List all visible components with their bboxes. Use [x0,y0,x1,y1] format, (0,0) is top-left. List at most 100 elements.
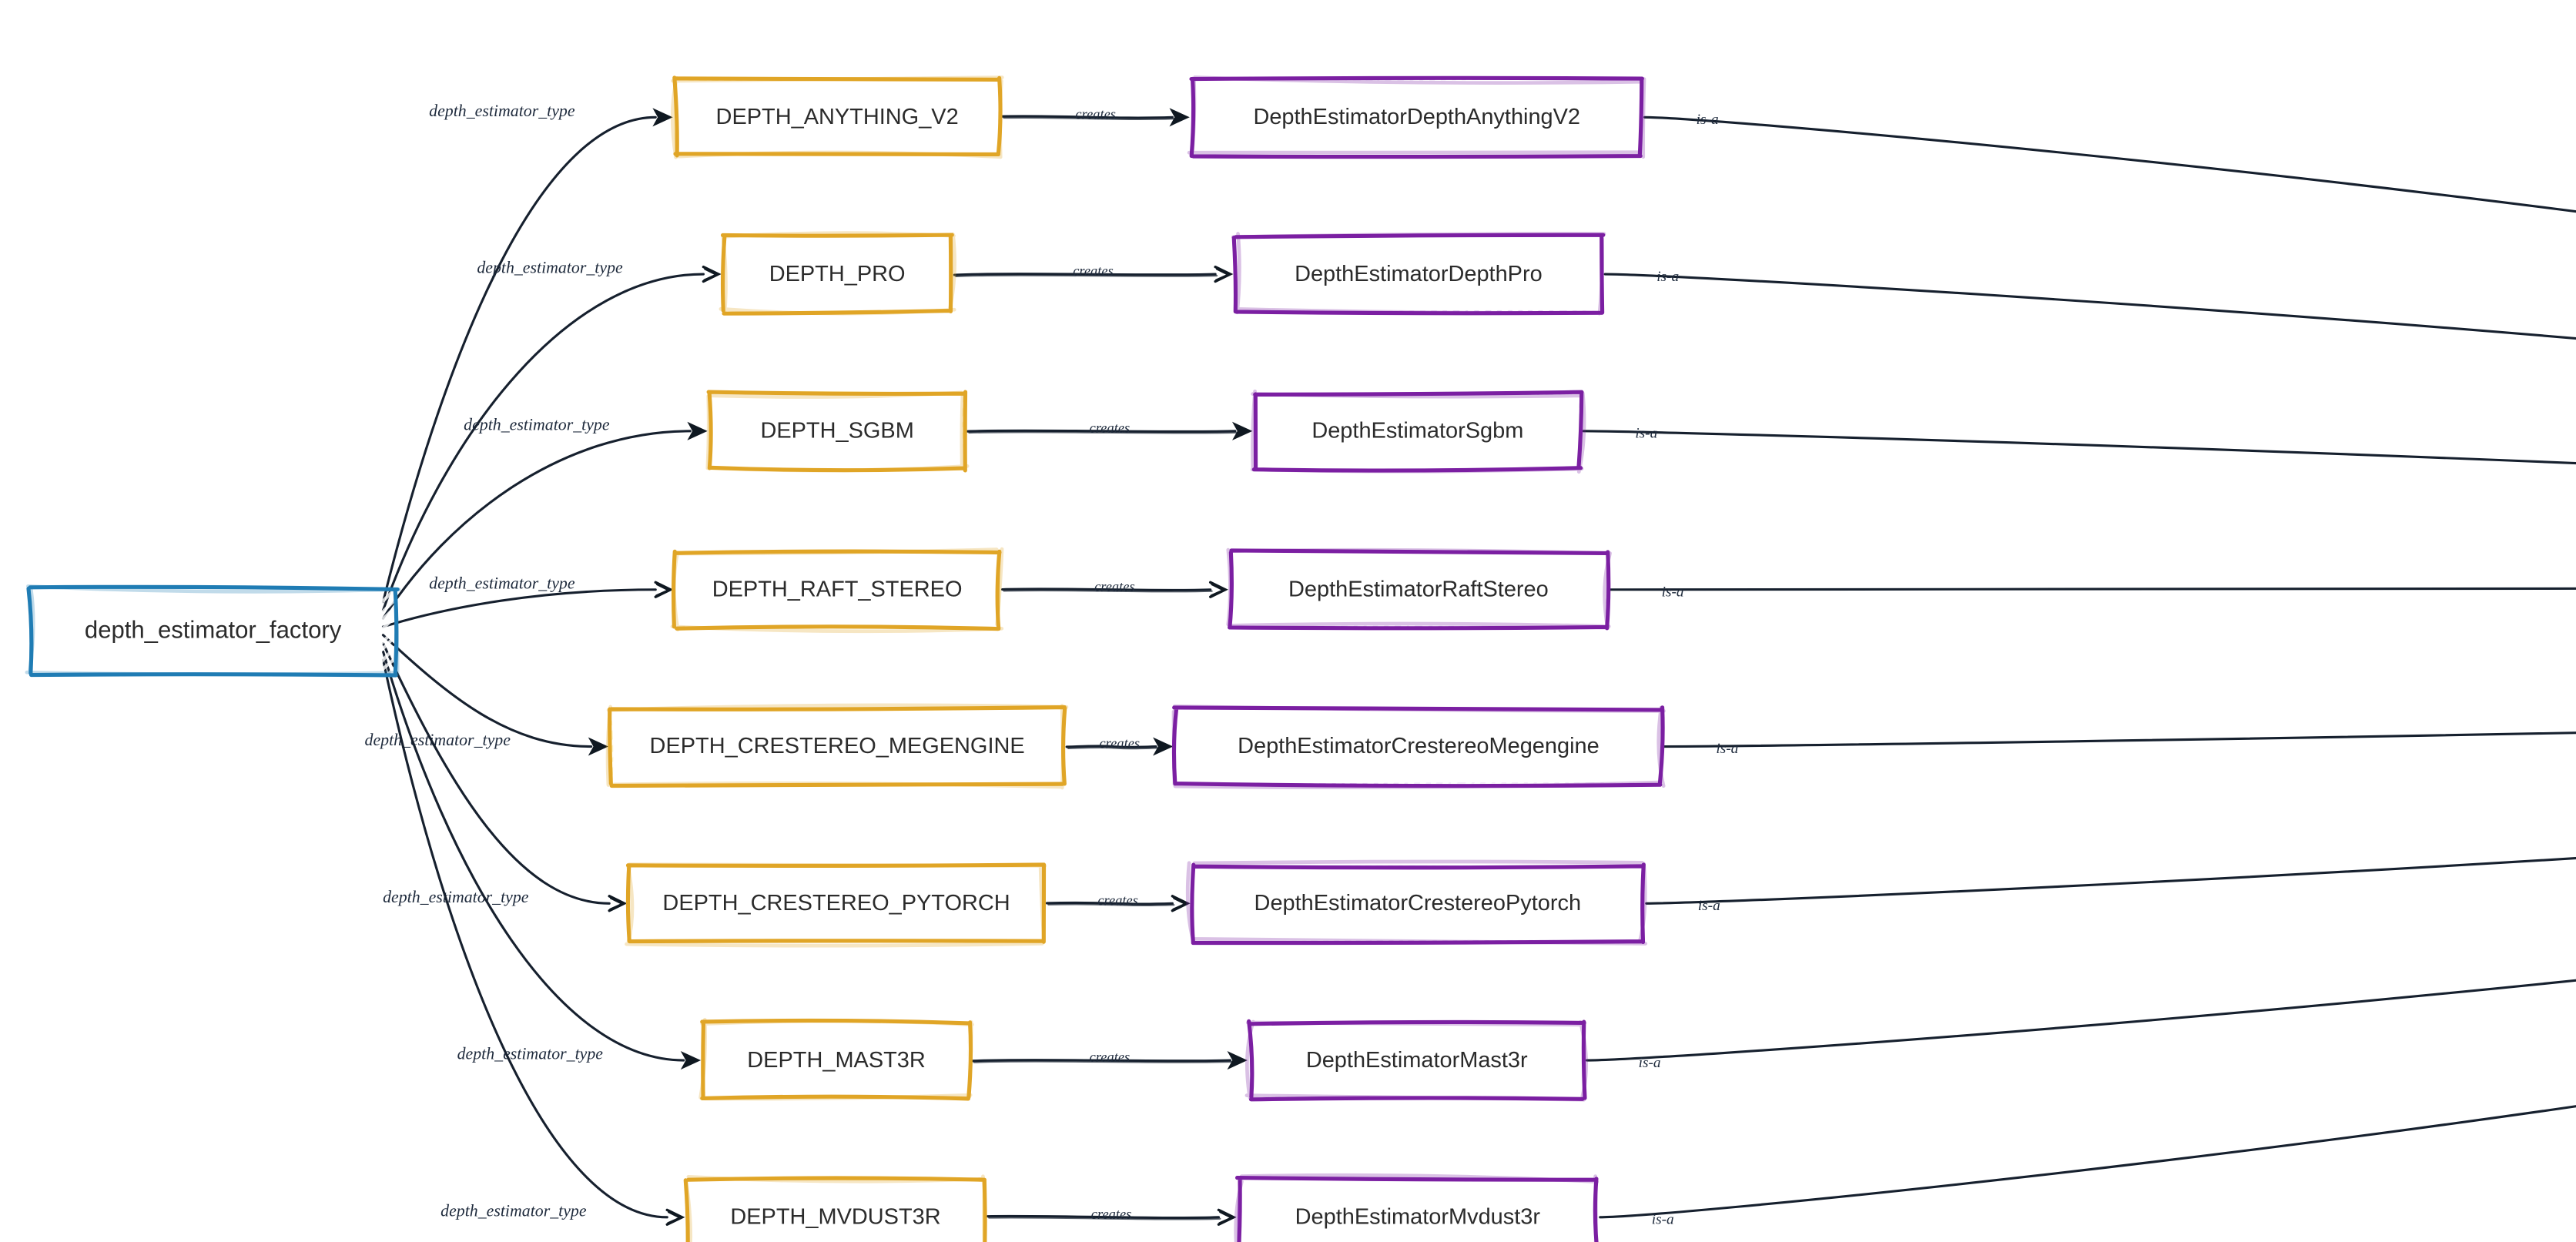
node-enum-DEPTH_PRO[interactable]: DEPTH_PRO [648,231,1093,316]
edge-DepthEstimatorMvdust3r-isa-DepthEstimator[interactable]: is-a [1599,677,2576,1228]
edge-DEPTH_CRESTEREO_PYTORCH-creates-DepthEstimatorCrestereoPytorch-label: creates [1097,892,1138,908]
node-enum-DEPTH_CRESTEREO_PYTORCH-label: DEPTH_CRESTEREO_PYTORCH [662,891,1010,916]
edge-DepthEstimatorDepthPro-isa-DepthEstimator-label: is-a [1656,269,1679,285]
node-class-DepthEstimatorDepthAnythingV2-label: DepthEstimatorDepthAnythingV2 [1253,105,1580,129]
node-class-DepthEstimatorDepthPro[interactable]: DepthEstimatorDepthPro [1157,232,1750,316]
node-class-DepthEstimatorMast3r-label: DepthEstimatorMast3r [1306,1048,1528,1073]
node-class-DepthEstimatorRaftStereo[interactable]: DepthEstimatorRaftStereo [1153,547,1757,631]
arrow-head [654,581,674,598]
edge-DepthEstimatorDepthAnythingV2-isa-DepthEstimator[interactable]: is-a [1643,112,2576,584]
node-class-DepthEstimatorSgbm[interactable]: DepthEstimatorSgbm [1179,389,1727,474]
node-class-DepthEstimatorDepthAnythingV2[interactable]: DepthEstimatorDepthAnythingV2 [1116,75,1784,159]
node-enum-DEPTH_CRESTEREO_MEGENGINE-label: DEPTH_CRESTEREO_MEGENGINE [650,734,1025,758]
edge-DEPTH_PRO-creates-DepthEstimatorDepthPro[interactable]: creates [953,263,1218,279]
edge-DepthEstimatorMast3r-isa-DepthEstimator[interactable]: is-a [1586,677,2576,1071]
edge-factory-to-DEPTH_RAFT_STEREO[interactable]: depth_estimator_type [381,574,657,628]
edge-DepthEstimatorSgbm-isa-DepthEstimator-label: is-a [1635,426,1657,442]
edge-DepthEstimatorCrestereoPytorch-isa-DepthEstimator[interactable]: is-a [1645,677,2576,914]
edge-factory-to-DEPTH_ANYTHING_V2-label: depth_estimator_type [429,102,575,120]
edge-DepthEstimatorCrestereoMegengine-isa-DepthEstimator[interactable]: is-a [1663,677,2576,757]
node-enum-DEPTH_MVDUST3R[interactable]: DEPTH_MVDUST3R [683,1174,987,1242]
node-enum-DEPTH_RAFT_STEREO[interactable]: DEPTH_RAFT_STEREO [601,547,1151,634]
edge-DEPTH_SGBM-creates-DepthEstimatorSgbm[interactable]: creates [966,420,1238,436]
edge-factory-to-DEPTH_ANYTHING_V2[interactable]: depth_estimator_type [381,102,657,604]
edge-factory-to-DEPTH_RAFT_STEREO-label: depth_estimator_type [429,574,575,592]
node-enum-DEPTH_PRO-label: DEPTH_PRO [769,262,906,286]
edge-DepthEstimatorRaftStereo-isa-DepthEstimator[interactable]: is-a [1609,584,2576,600]
node-enum-DEPTH_CRESTEREO_MEGENGINE[interactable]: DEPTH_CRESTEREO_MEGENGINE [534,703,1212,790]
edge-factory-to-DEPTH_PRO[interactable]: depth_estimator_type [381,259,705,612]
edge-DEPTH_MAST3R-creates-DepthEstimatorMast3r-label: creates [1090,1050,1131,1065]
node-class-DepthEstimatorDepthPro-label: DepthEstimatorDepthPro [1295,262,1543,286]
arrow-head [652,108,673,127]
node-depth-estimator-factory-label: depth_estimator_factory [85,617,342,644]
edge-DEPTH_RAFT_STEREO-creates-DepthEstimatorRaftStereo[interactable]: creates [1000,579,1213,594]
edge-factory-to-DEPTH_CRESTEREO_MEGENGINE[interactable]: depth_estimator_type [365,634,593,749]
arrow-head [1217,1208,1237,1226]
arrow-head [1214,265,1234,283]
edge-DepthEstimatorCrestereoPytorch-isa-DepthEstimator-label: is-a [1698,898,1720,914]
edge-DEPTH_CRESTEREO_PYTORCH-creates-DepthEstimatorCrestereoPytorch[interactable]: creates [1045,892,1175,908]
node-enum-DEPTH_MVDUST3R-label: DEPTH_MVDUST3R [730,1205,940,1230]
node-class-DepthEstimatorCrestereoMegengine[interactable]: DepthEstimatorCrestereoMegengine [1100,704,1807,789]
arrow-head [680,1051,702,1070]
edge-DepthEstimatorSgbm-isa-DepthEstimator[interactable]: is-a [1582,426,2576,585]
node-enum-DEPTH_CRESTEREO_PYTORCH[interactable]: DEPTH_CRESTEREO_PYTORCH [625,862,1047,948]
edge-DEPTH_MAST3R-creates-DepthEstimatorMast3r[interactable]: creates [971,1050,1233,1065]
edge-factory-to-DEPTH_PRO-label: depth_estimator_type [477,259,623,277]
arrow-head [608,895,628,912]
arrow-head [1169,108,1190,127]
arrow-head [702,265,722,283]
node-class-DepthEstimatorMvdust3r-label: DepthEstimatorMvdust3r [1295,1205,1541,1230]
node-class-DepthEstimatorMast3r[interactable]: DepthEstimatorMast3r [1174,1019,1735,1102]
edge-DepthEstimatorDepthPro-isa-DepthEstimator[interactable]: is-a [1603,269,2576,585]
edge-DEPTH_MVDUST3R-creates-DepthEstimatorMvdust3r[interactable]: creates [986,1207,1221,1222]
edge-factory-to-DEPTH_CRESTEREO_MEGENGINE-label: depth_estimator_type [365,731,511,749]
arrow-head [1209,581,1228,598]
arrow-head [1231,421,1253,440]
node-class-DepthEstimatorCrestereoMegengine-label: DepthEstimatorCrestereoMegengine [1238,734,1600,758]
node-class-DepthEstimatorRaftStereo-label: DepthEstimatorRaftStereo [1288,577,1549,601]
edge-DEPTH_CRESTEREO_MEGENGINE-creates-DepthEstimatorCrestereoMegengine-label: creates [1100,736,1141,752]
edge-DEPTH_CRESTEREO_MEGENGINE-creates-DepthEstimatorCrestereoMegengine[interactable]: creates [1065,736,1158,752]
node-enum-DEPTH_ANYTHING_V2[interactable]: DEPTH_ANYTHING_V2 [599,75,1148,159]
edge-DEPTH_ANYTHING_V2-creates-DepthEstimatorDepthAnythingV2-label: creates [1075,106,1116,122]
node-enum-DEPTH_SGBM[interactable]: DEPTH_SGBM [634,390,1115,473]
node-class-DepthEstimatorCrestereoPytorch[interactable]: DepthEstimatorCrestereoPytorch [1115,859,1793,946]
node-enum-DEPTH_MAST3R-label: DEPTH_MAST3R [747,1048,926,1073]
edge-DEPTH_MVDUST3R-creates-DepthEstimatorMvdust3r-label: creates [1091,1207,1132,1222]
edge-DepthEstimatorMast3r-isa-DepthEstimator-label: is-a [1639,1055,1661,1071]
edge-DepthEstimatorMvdust3r-isa-DepthEstimator-label: is-a [1652,1212,1674,1228]
edge-factory-to-DEPTH_MAST3R-label: depth_estimator_type [457,1045,604,1063]
edge-DepthEstimatorDepthAnythingV2-isa-DepthEstimator-label: is-a [1697,112,1719,128]
node-enum-DEPTH_RAFT_STEREO-label: DEPTH_RAFT_STEREO [712,577,963,601]
edge-factory-to-DEPTH_CRESTEREO_PYTORCH-label: depth_estimator_type [383,888,529,906]
edge-DepthEstimatorRaftStereo-isa-DepthEstimator-label: is-a [1662,584,1684,600]
edge-factory-to-DEPTH_MVDUST3R[interactable]: depth_estimator_type [381,658,668,1220]
node-enum-DEPTH_ANYTHING_V2-label: DEPTH_ANYTHING_V2 [716,105,959,129]
node-enum-DEPTH_MAST3R[interactable]: DEPTH_MAST3R [627,1017,1121,1101]
edge-DEPTH_PRO-creates-DepthEstimatorDepthPro-label: creates [1073,263,1114,279]
edge-factory-to-DEPTH_CRESTEREO_PYTORCH[interactable]: depth_estimator_type [381,641,611,906]
node-depth-estimator-factory[interactable]: depth_estimator_factory [0,584,565,678]
edge-DepthEstimatorCrestereoMegengine-isa-DepthEstimator-label: is-a [1716,741,1738,757]
arrow-head [1171,895,1191,912]
arrow-head [1227,1051,1248,1070]
node-enum-DEPTH_SGBM-label: DEPTH_SGBM [760,419,913,444]
edge-factory-to-DEPTH_SGBM-label: depth_estimator_type [464,415,610,434]
edge-factory-to-DEPTH_SGBM[interactable]: depth_estimator_type [381,415,692,620]
edge-DEPTH_RAFT_STEREO-creates-DepthEstimatorRaftStereo-label: creates [1094,579,1135,594]
edge-DEPTH_ANYTHING_V2-creates-DepthEstimatorDepthAnythingV2[interactable]: creates [1000,106,1175,122]
edge-factory-to-DEPTH_MVDUST3R-label: depth_estimator_type [440,1201,587,1220]
edge-factory-to-DEPTH_MAST3R[interactable]: depth_estimator_type [381,650,685,1063]
arrow-head [665,1208,685,1226]
node-class-DepthEstimatorMvdust3r[interactable]: DepthEstimatorMvdust3r [1164,1173,1743,1242]
arrow-head [687,421,708,440]
arrow-head [1153,737,1174,756]
edge-DEPTH_SGBM-creates-DepthEstimatorSgbm-label: creates [1090,420,1131,436]
node-class-DepthEstimatorSgbm-label: DepthEstimatorSgbm [1311,419,1523,444]
node-class-DepthEstimatorCrestereoPytorch-label: DepthEstimatorCrestereoPytorch [1255,891,1582,916]
